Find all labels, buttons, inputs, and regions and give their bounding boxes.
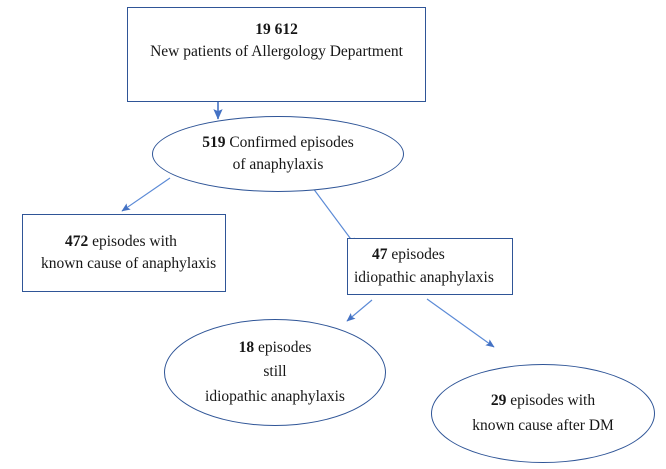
node-known-cause-after-dm-label2: known cause after DM — [472, 416, 614, 434]
node-still-idiopathic-label2: still — [263, 363, 287, 381]
node-new-patients: 19 612 New patients of Allergology Depar… — [127, 7, 426, 102]
node-idiopathic-episodes-label: episodes — [387, 246, 445, 264]
node-new-patients-label: New patients of Allergology Department — [150, 43, 403, 61]
node-known-cause: 472 episodes with known cause of anaphyl… — [22, 214, 226, 292]
node-known-cause-label: episodes with — [88, 232, 177, 250]
node-idiopathic-episodes-count: 47 — [372, 246, 388, 264]
node-still-idiopathic-label3: idiopathic anaphylaxis — [205, 387, 345, 405]
edge-confirmed-to-known-cause — [121, 177, 171, 212]
node-known-cause-after-dm-line1: 29 episodes with — [491, 389, 595, 414]
node-still-idiopathic: 18 episodes still idiopathic anaphylaxis — [164, 319, 386, 426]
node-confirmed-episodes-count: 519 — [202, 133, 226, 151]
node-known-cause-after-dm: 29 episodes with known cause after DM — [431, 364, 655, 463]
node-still-idiopathic-count: 18 — [238, 339, 255, 357]
node-still-idiopathic-line1: 18 episodes — [239, 336, 312, 360]
node-idiopathic-episodes-label2: idiopathic anaphylaxis — [354, 268, 494, 286]
edge-idiopathic-to-after-dm — [426, 298, 495, 348]
node-known-cause-count: 472 — [65, 232, 89, 250]
node-idiopathic-episodes-line1: 47 episodes — [354, 244, 445, 266]
node-known-cause-after-dm-count: 29 — [490, 391, 507, 409]
node-new-patients-line1: 19 612 — [255, 19, 298, 41]
node-confirmed-episodes-label2: of anaphylaxis — [232, 156, 324, 173]
node-known-cause-label2: known cause of anaphylaxis — [41, 255, 217, 272]
node-known-cause-after-dm-label: episodes with — [506, 391, 596, 409]
node-still-idiopathic-label: episodes — [254, 339, 312, 357]
node-known-cause-line1: 472 episodes with — [41, 231, 177, 253]
node-new-patients-count: 19 612 — [255, 21, 298, 38]
node-confirmed-episodes-line1: 519 Confirmed episodes — [202, 132, 354, 154]
node-confirmed-episodes-label: Confirmed episodes — [225, 133, 354, 151]
node-idiopathic-episodes: 47 episodes idiopathic anaphylaxis — [347, 238, 513, 295]
node-confirmed-episodes: 519 Confirmed episodes of anaphylaxis — [152, 116, 404, 192]
edge-idiopathic-to-still-idiopathic — [346, 299, 373, 322]
